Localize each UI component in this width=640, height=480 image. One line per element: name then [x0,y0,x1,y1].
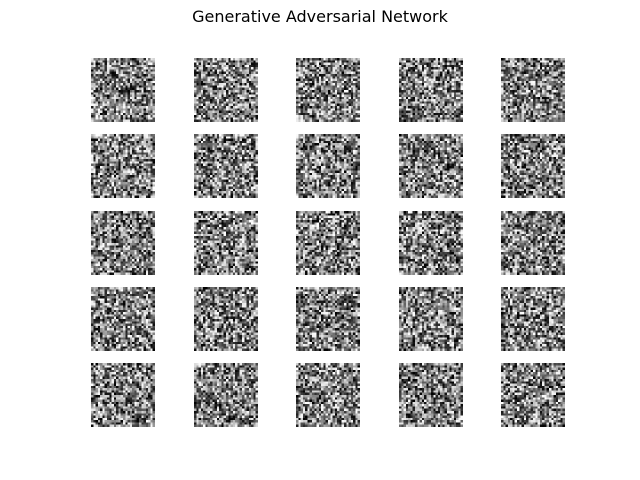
generated-sample-tile [296,134,360,198]
figure-title: Generative Adversarial Network [192,7,448,26]
generated-sample-tile [194,287,258,351]
generated-sample-tile [399,134,463,198]
generated-sample-tile [194,363,258,427]
generated-sample-tile [194,211,258,275]
generated-sample-tile [296,287,360,351]
generated-sample-tile [91,211,155,275]
generated-sample-tile [194,58,258,122]
generated-sample-tile [501,134,565,198]
generated-sample-tile [501,211,565,275]
generated-sample-tile [91,363,155,427]
generated-sample-tile [399,211,463,275]
generated-sample-tile [501,58,565,122]
generated-sample-tile [501,287,565,351]
generated-sample-tile [91,134,155,198]
generated-sample-tile [91,58,155,122]
generated-sample-tile [399,287,463,351]
generated-sample-tile [501,363,565,427]
generated-sample-tile [399,363,463,427]
generated-sample-tile [296,58,360,122]
generated-sample-tile [296,211,360,275]
generated-sample-tile [91,287,155,351]
generated-sample-tile [399,58,463,122]
generated-sample-tile [296,363,360,427]
generated-sample-tile [194,134,258,198]
